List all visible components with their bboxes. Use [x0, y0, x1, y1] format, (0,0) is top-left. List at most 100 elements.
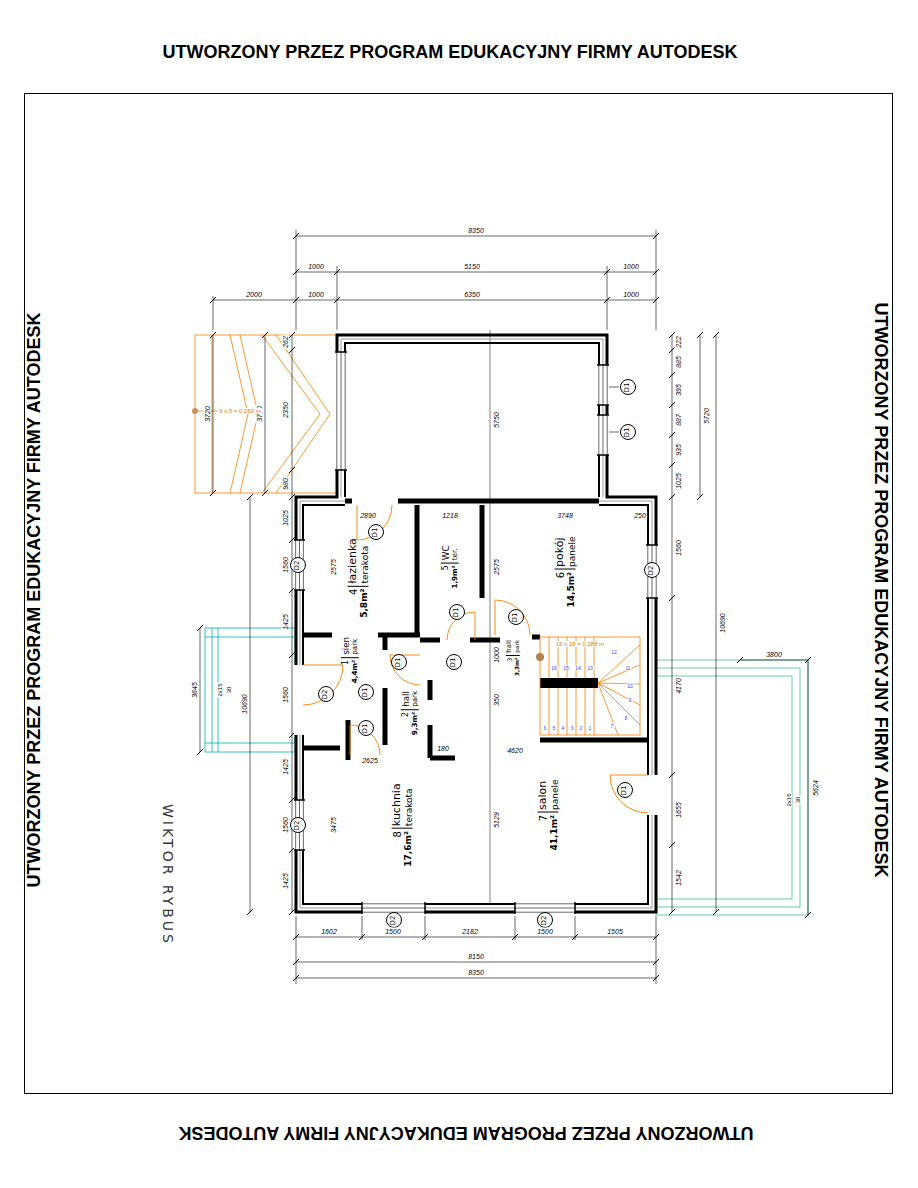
dimension-text: 1000 [307, 263, 325, 270]
floor-finish: ter. [451, 548, 459, 560]
dimension-tick [210, 490, 216, 496]
dimension-tick [262, 332, 268, 338]
dimension: 8350 [467, 227, 485, 234]
dimension-tick [289, 494, 295, 500]
stair-note: 9 x 5 = 0,250 m [218, 408, 262, 414]
room-label: 741,1m²salonpanele [537, 777, 560, 852]
dimension: 10690 [719, 612, 726, 633]
step-note-text: 30 [226, 686, 232, 695]
dimension: 2575 [330, 558, 337, 576]
dimension: 980 [282, 477, 289, 491]
door-window-tag: D2 [644, 562, 660, 578]
tag-code: D1 [451, 657, 458, 667]
step-number-text: 4 [561, 726, 566, 731]
door-window-tag: D2 [537, 912, 553, 928]
dimension-text: 1560 [675, 539, 682, 557]
dimension-tick [289, 467, 295, 473]
dimension-tick [669, 772, 675, 778]
dimension: 2890 [359, 512, 377, 519]
dimension: 3645 [191, 681, 198, 699]
dimension-text: 2000 [245, 291, 263, 298]
step-number-text: 11 [624, 666, 631, 671]
room-name: kuchnia [391, 783, 404, 826]
dimension: 1000 [493, 646, 500, 664]
dimension: 1025 [675, 472, 682, 490]
dimension: 395 [675, 383, 682, 397]
dimension-text: 5624 [812, 779, 819, 797]
room-label: 45,8m²łazienkaterakota [347, 536, 370, 620]
dimension-tick [210, 332, 216, 338]
terrace [656, 660, 808, 915]
dimension-tick [334, 269, 340, 275]
tag-code: D1 [396, 657, 403, 667]
room-number: 3 [506, 658, 513, 662]
watermark-text: UTWORZONY PRZEZ PROGRAM EDUKACYJNY FIRMY… [161, 43, 738, 61]
watermark: UTWORZONY PRZEZ PROGRAM EDUKACYJNY FIRMY… [872, 301, 890, 878]
watermark: UTWORZONY PRZEZ PROGRAM EDUKACYJNY FIRMY… [161, 43, 738, 61]
room-label: 33,3m²hallpark [506, 638, 520, 678]
step-number: 2 [579, 726, 584, 731]
dimension-text: 1655 [675, 801, 682, 819]
dimension: 935 [675, 443, 682, 457]
room-name: łazienka [347, 538, 360, 583]
dimension-text: 2575 [330, 558, 337, 576]
room-number: 7 [537, 815, 549, 821]
tag-code: D1 [625, 382, 632, 392]
dimension: 1000 [622, 291, 640, 298]
dimension-lines [200, 230, 808, 984]
dimension-tick [669, 402, 675, 408]
room-area-value: 17,6m² [403, 831, 413, 867]
dimension: 887 [675, 413, 682, 427]
dimension: 1000 [307, 291, 325, 298]
stair-note-text: 16 x 18 = 0,288 m [555, 641, 605, 647]
door-opening [646, 775, 658, 815]
room-area-value: 4,4m² [350, 660, 358, 683]
dimension-text: 935 [675, 443, 682, 457]
door-window-tag: D1 [446, 654, 462, 670]
dimension: 885 [675, 355, 682, 369]
step-number-text: 12 [610, 650, 618, 655]
dimension-text: 1000 [622, 291, 640, 298]
dimension-tick [293, 269, 299, 275]
dimension-text: 250 [633, 512, 647, 519]
dimension-text: 1218 [441, 512, 459, 519]
door-window-tag: D2 [318, 686, 334, 702]
step-number-text: 15 [562, 666, 570, 671]
dimension-tick [653, 269, 659, 275]
dimension-text: 3748 [556, 512, 574, 519]
room-area-value: 5,8m² [359, 589, 369, 618]
door-window-tag: D1 [368, 524, 384, 540]
step-note-text: 2x15 [217, 682, 223, 697]
dimension-text: 1560 [282, 816, 289, 834]
step-number-text: 9 [628, 698, 633, 703]
tag-code: D1 [363, 687, 370, 697]
dimension-text: 5150 [463, 263, 481, 270]
step-number: 1 [588, 726, 593, 731]
step-number-text: 7 [610, 724, 615, 729]
dimension-tick [669, 462, 675, 468]
door-window-tag: D2 [290, 817, 306, 833]
dimension-text: 1425 [282, 872, 289, 890]
dimension-text: 10690 [719, 612, 726, 633]
dimension-tick [653, 934, 659, 940]
dimension-tick [669, 494, 675, 500]
dimension-tick [247, 909, 253, 915]
watermark-text: UTWORZONY PRZEZ PROGRAM EDUKACYJNY FIRMY… [25, 311, 43, 888]
door-window-tag: D1 [358, 684, 374, 700]
dimension: 1425 [282, 872, 289, 890]
dimension-text: 5129 [493, 811, 500, 829]
dimension-text: 1425 [282, 758, 289, 776]
step-number-text: 6 [543, 726, 548, 731]
dimension-tick [289, 332, 295, 338]
dimension-text: 5720 [703, 407, 710, 425]
step-number-text: 3 [570, 726, 575, 731]
dimension-tick [697, 332, 703, 338]
dimension: 5720 [703, 407, 710, 425]
outer-walls [296, 335, 656, 912]
dimension-text: 2182 [461, 928, 479, 935]
tag-code: D2 [542, 915, 549, 925]
door-window-tag: D2 [290, 557, 306, 573]
step-number-text: 1 [588, 726, 593, 731]
floor-finish: park [351, 639, 359, 655]
step-number-text: 14 [574, 666, 582, 671]
